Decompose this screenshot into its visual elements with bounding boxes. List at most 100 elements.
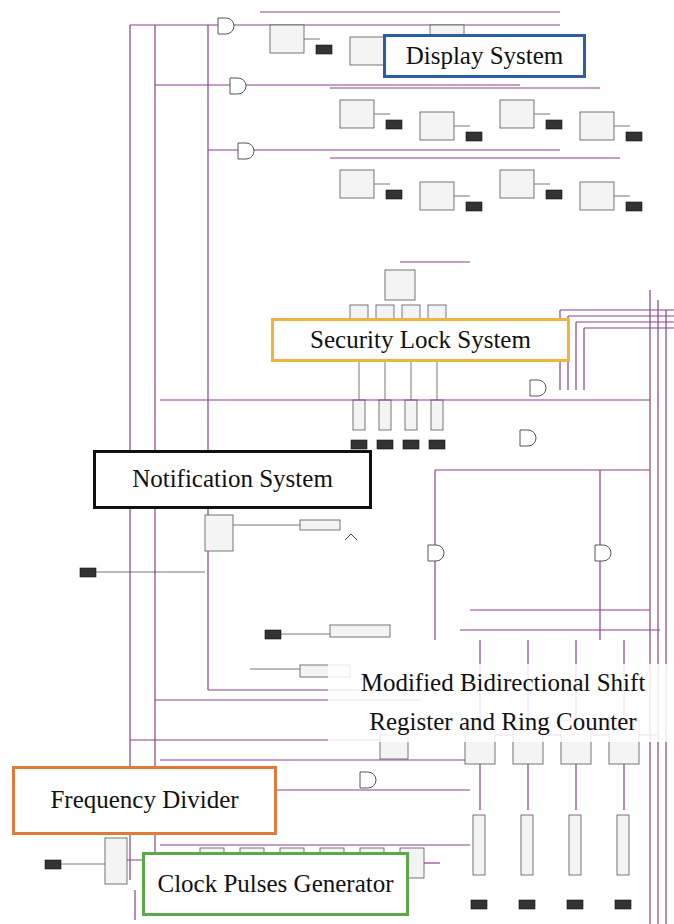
wire (96, 572, 205, 573)
wire (61, 864, 105, 865)
wire (623, 764, 624, 810)
component-symbol (420, 182, 454, 210)
component-symbol (340, 100, 374, 128)
component-symbol (330, 625, 390, 637)
wire (454, 196, 470, 197)
probe-symbol (377, 440, 393, 449)
wire (155, 84, 520, 85)
wire (649, 290, 650, 924)
component-symbol (473, 815, 485, 875)
component-symbol (521, 815, 533, 875)
probe-symbol (466, 202, 482, 211)
wire (527, 764, 528, 810)
region-label-box: Security Lock System (271, 318, 570, 362)
component-symbol (353, 400, 365, 430)
logic-gate (530, 380, 546, 396)
component-symbol (500, 100, 534, 128)
component-symbol (569, 815, 581, 875)
wire (460, 629, 660, 630)
region-label-box: Notification System (93, 450, 372, 509)
probe-symbol (386, 190, 402, 199)
component-symbol (300, 520, 340, 530)
component-symbol (340, 170, 374, 198)
wire (479, 764, 480, 810)
wire (160, 399, 650, 400)
probe-symbol (80, 568, 96, 577)
wire (584, 327, 674, 328)
probe-symbol (519, 900, 535, 909)
region-label-box: Frequency Divider (12, 766, 277, 835)
region-label: Frequency Divider (50, 786, 238, 815)
probe-symbol (626, 132, 642, 141)
probe-symbol (386, 120, 402, 129)
wire (281, 634, 330, 635)
region-label: Clock Pulses Generator (157, 870, 393, 899)
wire (208, 149, 560, 150)
probe-symbol (615, 900, 631, 909)
component-symbol (205, 515, 233, 551)
wire (260, 11, 560, 12)
probe-symbol (546, 190, 562, 199)
wire (560, 309, 674, 310)
wire (454, 126, 470, 127)
wire (160, 759, 465, 760)
wire (575, 764, 576, 810)
wire (374, 184, 390, 185)
probe-symbol (567, 900, 583, 909)
component-symbol (580, 112, 614, 140)
wire (400, 261, 470, 262)
wire (575, 322, 576, 390)
region-label: Modified Bidirectional Shift Register an… (328, 664, 674, 742)
region-label-box: Display System (383, 34, 586, 78)
region-label: Display System (406, 42, 564, 71)
region-label: Security Lock System (310, 326, 531, 355)
logic-gate (428, 545, 444, 561)
component-symbol (580, 182, 614, 210)
wire (657, 300, 658, 924)
wire (304, 39, 320, 40)
probe-symbol (466, 132, 482, 141)
wire (233, 525, 300, 526)
wire (207, 25, 208, 690)
wire (576, 321, 674, 322)
component-symbol (385, 270, 415, 300)
component-symbol (105, 838, 127, 884)
region-label: Notification System (132, 465, 333, 494)
probe-symbol (429, 440, 445, 449)
component-symbol (420, 112, 454, 140)
speaker-symbol (345, 534, 357, 540)
wire (665, 310, 666, 924)
wire (330, 157, 620, 158)
component-symbol (270, 25, 304, 53)
probe-symbol (471, 900, 487, 909)
wire (160, 844, 470, 845)
wire (130, 24, 560, 25)
logic-gate (520, 430, 536, 446)
component-symbol (350, 37, 384, 65)
component-symbol (405, 400, 417, 430)
wire (374, 114, 390, 115)
logic-gate (360, 772, 376, 788)
logic-gate (218, 18, 234, 34)
component-symbol (617, 815, 629, 875)
region-label-box: Clock Pulses Generator (142, 852, 409, 916)
wire (470, 609, 650, 610)
wire (583, 328, 584, 390)
probe-symbol (316, 45, 332, 54)
wire (330, 87, 600, 88)
wire (614, 196, 630, 197)
logic-gate (238, 143, 254, 159)
component-symbol (500, 170, 534, 198)
wire (134, 890, 135, 920)
wire (614, 126, 630, 127)
probe-symbol (351, 440, 367, 449)
probe-symbol (626, 202, 642, 211)
component-symbol (431, 400, 443, 430)
wire (534, 114, 550, 115)
component-symbol (379, 400, 391, 430)
probe-symbol (265, 630, 281, 639)
wire (534, 184, 550, 185)
probe-symbol (45, 860, 61, 869)
probe-symbol (403, 440, 419, 449)
logic-gate (230, 78, 246, 94)
